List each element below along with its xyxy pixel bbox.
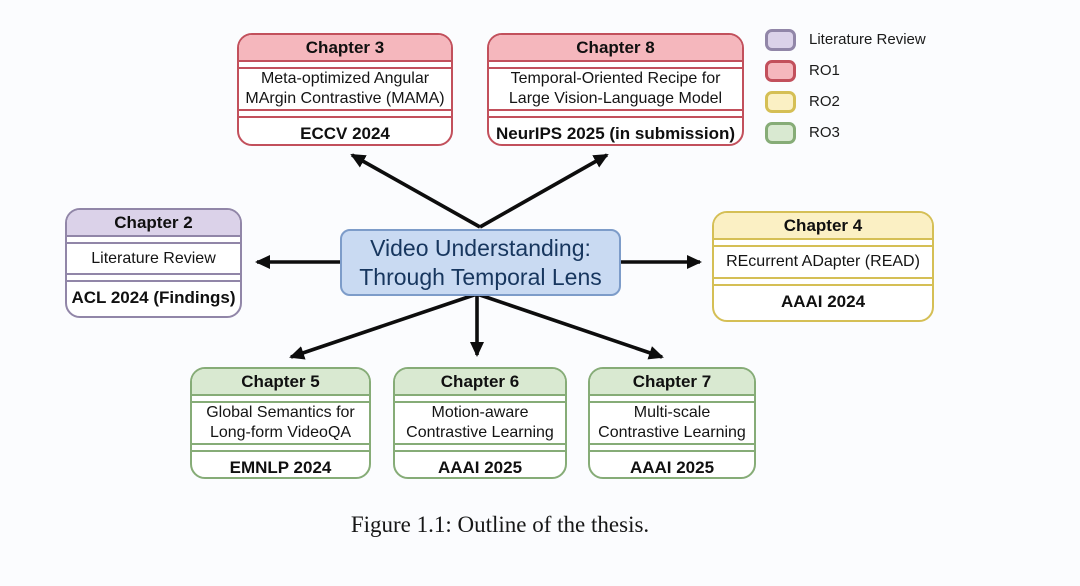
chapter-venue: AAAI 2024	[714, 284, 932, 320]
chapter-summary-line: Contrastive Learning	[406, 424, 554, 441]
edge-center-to-chapter-3	[350, 153, 481, 229]
chapter-summary: Global Semantics for Long-form VideoQA	[192, 401, 369, 445]
chapter-summary: Multi-scale Contrastive Learning	[590, 401, 754, 445]
chapter-5-node: Chapter 5 Global Semantics for Long-form…	[190, 367, 371, 479]
chapter-title: Chapter 7	[590, 369, 754, 396]
legend-swatch-ro1	[765, 59, 796, 82]
chapter-summary-line: Long-form VideoQA	[209, 424, 352, 441]
central-topic-line: Through Temporal Lens	[359, 263, 602, 290]
chapter-venue: EMNLP 2024	[192, 450, 369, 477]
chapter-title: Chapter 8	[489, 35, 742, 62]
chapter-summary-line: MArgin Contrastive (MAMA)	[245, 90, 445, 107]
chapter-3-node: Chapter 3 Meta-optimized Angular MArgin …	[237, 33, 453, 146]
legend-label: RO2	[809, 93, 840, 110]
chapter-6-node: Chapter 6 Motion-aware Contrastive Learn…	[393, 367, 567, 479]
chapter-title: Chapter 6	[395, 369, 565, 396]
chapter-summary: REcurrent ADapter (READ)	[714, 245, 932, 279]
chapter-venue: ACL 2024 (Findings)	[67, 280, 240, 316]
chapter-summary-line: Large Vision-Language Model	[508, 90, 723, 107]
chapter-summary-line: Literature Review	[91, 249, 216, 267]
chapter-summary-line: Contrastive Learning	[598, 424, 746, 441]
legend-item-ro3: RO3	[765, 121, 926, 144]
legend-label: RO3	[809, 124, 840, 141]
legend: Literature Review RO1 RO2 RO3	[765, 28, 926, 144]
chapter-title: Chapter 4	[714, 213, 932, 240]
legend-label: Literature Review	[809, 31, 926, 48]
figure-caption: Figure 1.1: Outline of the thesis.	[350, 512, 650, 537]
legend-swatch-ro3	[765, 121, 796, 144]
legend-item-literature-review: Literature Review	[765, 28, 926, 51]
chapter-summary: Meta-optimized Angular MArgin Contrastiv…	[239, 67, 451, 111]
legend-label: RO1	[809, 62, 840, 79]
chapter-8-node: Chapter 8 Temporal-Oriented Recipe for L…	[487, 33, 744, 146]
chapter-summary-line: Global Semantics for	[206, 404, 355, 421]
chapter-title: Chapter 2	[67, 210, 240, 237]
chapter-4-node: Chapter 4 REcurrent ADapter (READ) AAAI …	[712, 211, 934, 322]
chapter-summary: Temporal-Oriented Recipe for Large Visio…	[489, 67, 742, 111]
legend-item-ro2: RO2	[765, 90, 926, 113]
chapter-summary: Literature Review	[67, 242, 240, 275]
chapter-summary-line: Meta-optimized Angular	[260, 70, 430, 87]
central-topic-line: Video Understanding:	[370, 234, 591, 261]
legend-swatch-literature-review	[765, 28, 796, 51]
chapter-title: Chapter 5	[192, 369, 369, 396]
chapter-summary-line: Temporal-Oriented Recipe for	[510, 70, 721, 87]
legend-item-ro1: RO1	[765, 59, 926, 82]
central-topic-node: Video Understanding: Through Temporal Le…	[340, 229, 621, 296]
edge-center-to-chapter-7	[476, 292, 664, 360]
legend-swatch-ro2	[765, 90, 796, 113]
chapter-venue: NeurIPS 2025 (in submission)	[489, 116, 742, 144]
chapter-venue: AAAI 2025	[395, 450, 565, 477]
edge-center-to-chapter-8	[479, 153, 609, 229]
chapter-summary-line: REcurrent ADapter (READ)	[726, 253, 920, 270]
chapter-7-node: Chapter 7 Multi-scale Contrastive Learni…	[588, 367, 756, 479]
chapter-title: Chapter 3	[239, 35, 451, 62]
chapter-2-node: Chapter 2 Literature Review ACL 2024 (Fi…	[65, 208, 242, 318]
chapter-summary-line: Motion-aware	[431, 404, 529, 421]
chapter-venue: AAAI 2025	[590, 450, 754, 477]
chapter-venue: ECCV 2024	[239, 116, 451, 144]
chapter-summary-line: Multi-scale	[633, 404, 711, 421]
chapter-summary: Motion-aware Contrastive Learning	[395, 401, 565, 445]
edge-center-to-chapter-5	[289, 292, 478, 360]
